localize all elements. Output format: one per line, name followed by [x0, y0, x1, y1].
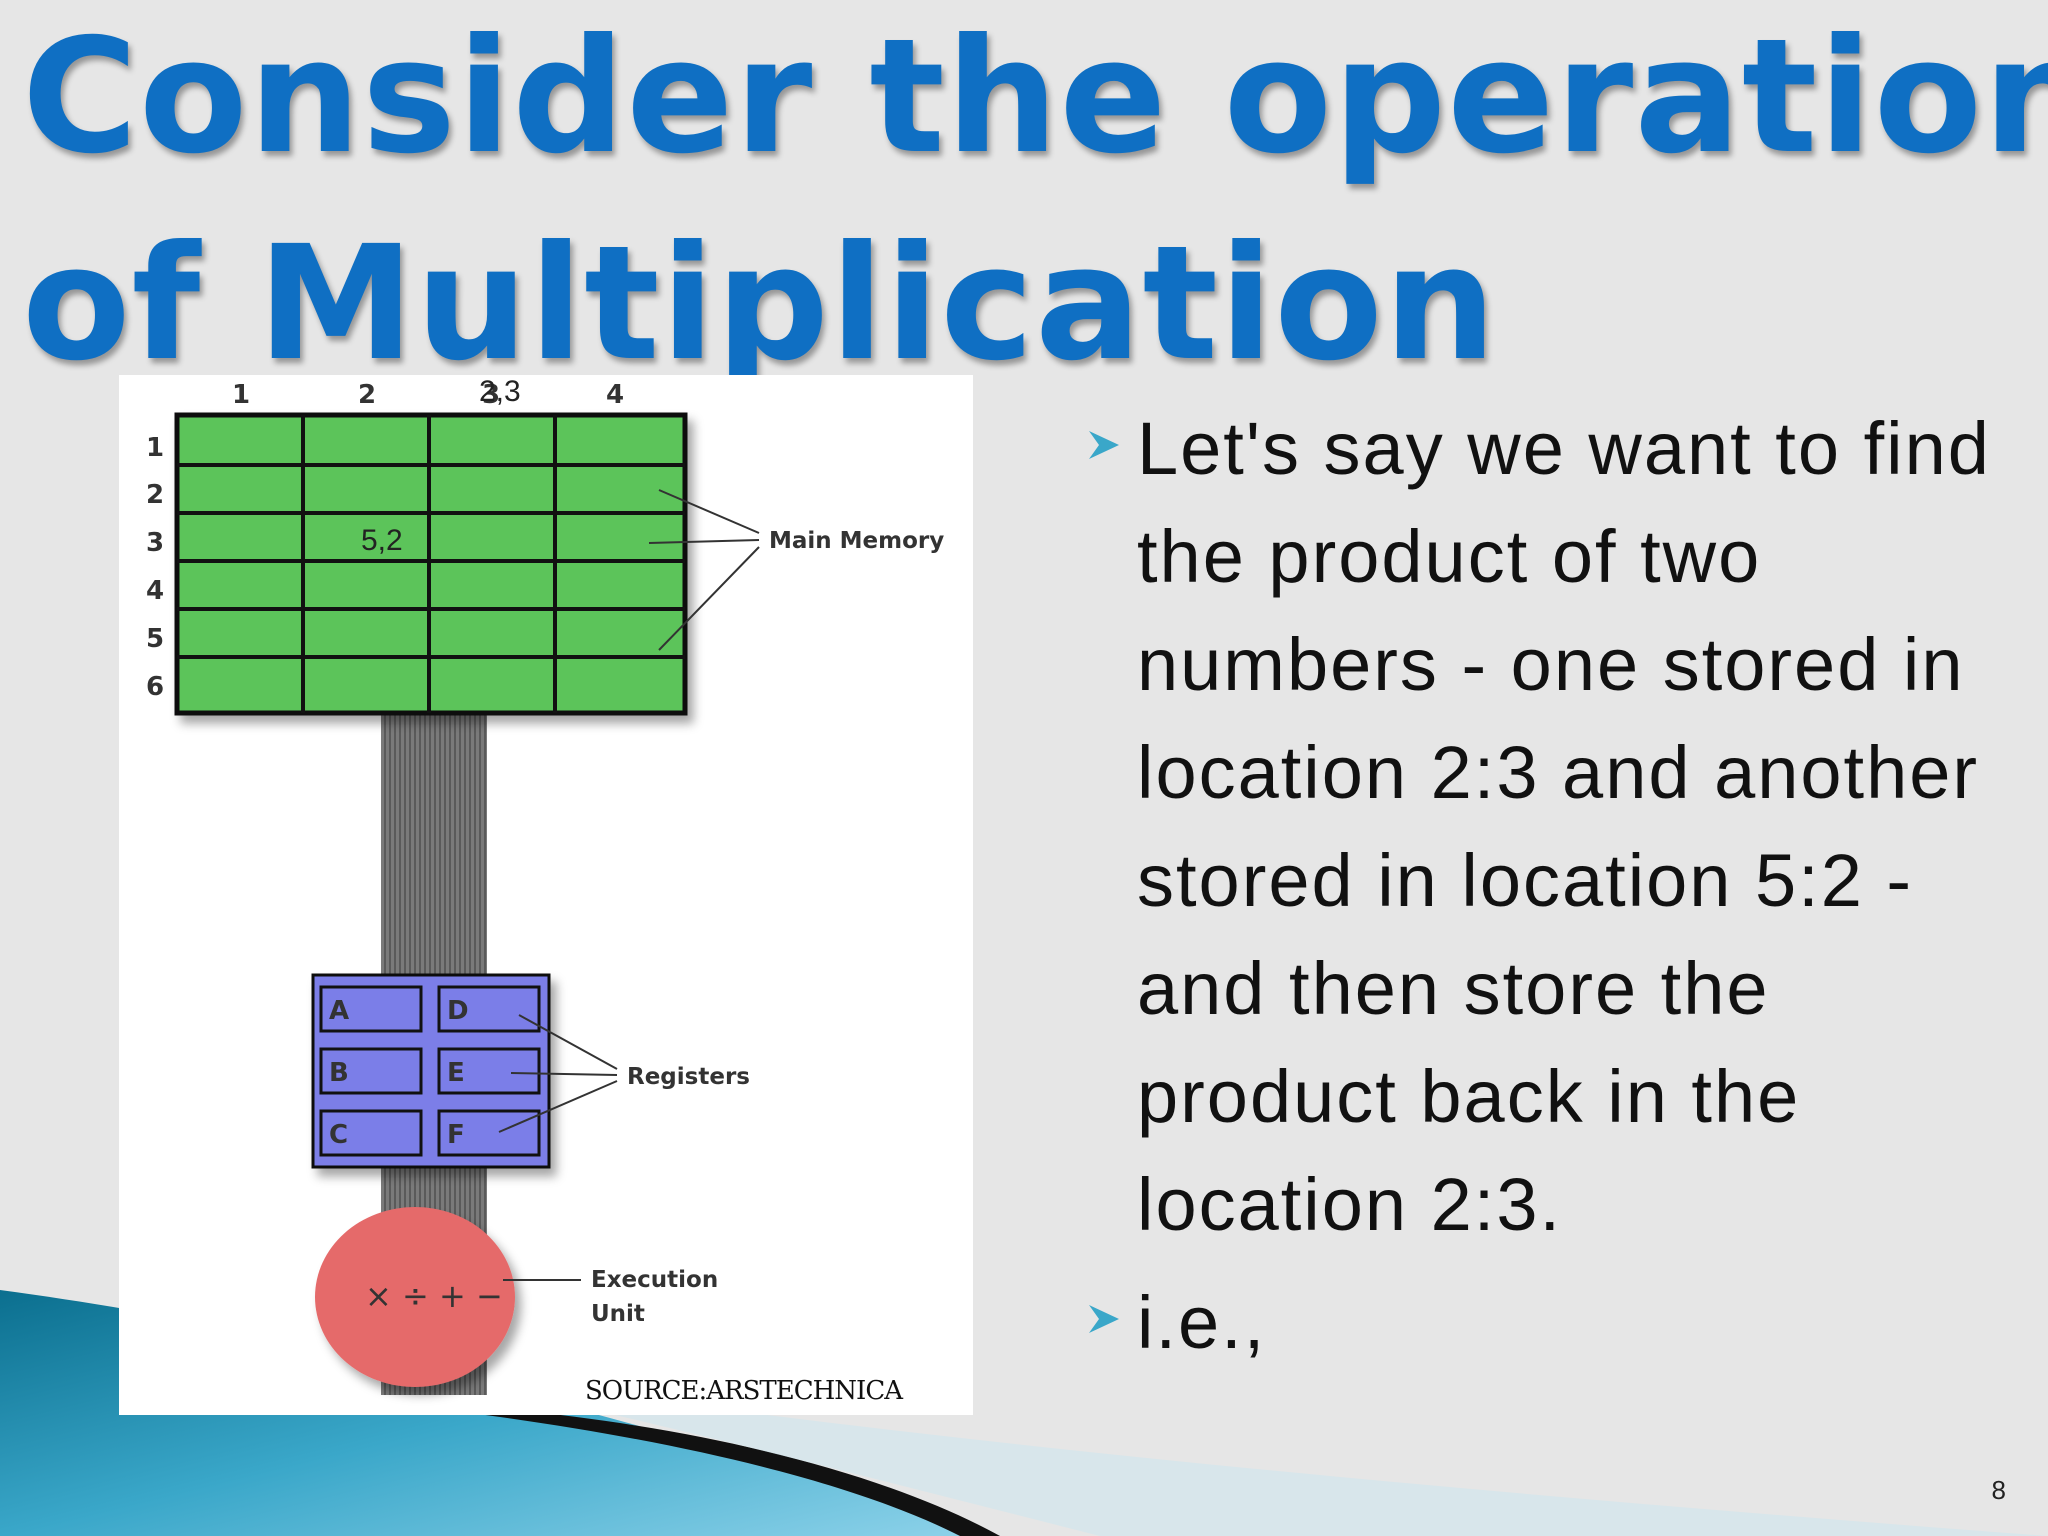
overlay-cell-label-2-3: 2,3	[479, 375, 521, 408]
row-number: 1	[146, 433, 164, 463]
row-number: 4	[146, 576, 164, 606]
register-e: E	[447, 1058, 465, 1088]
execution-unit-label-line-1: Execution	[591, 1267, 718, 1293]
row-number: 5	[146, 624, 164, 654]
computer-architecture-diagram: 1 2 3 4 1 2 3 4 5 6 Main Mem	[119, 375, 973, 1415]
execution-unit-label-line-2: Unit	[591, 1301, 645, 1327]
column-number: 2	[358, 380, 376, 410]
arrowhead-bullet-icon	[1089, 1305, 1119, 1333]
arrowhead-bullet-icon	[1089, 431, 1119, 459]
register-c: C	[329, 1120, 348, 1150]
execution-unit	[315, 1207, 515, 1387]
registers-pointer-lines	[498, 1014, 618, 1133]
register-b: B	[329, 1058, 349, 1088]
register-a: A	[329, 996, 349, 1026]
row-number: 3	[146, 528, 164, 558]
bullet-item: Let's say we want to find the product of…	[1085, 395, 2025, 1259]
operators-text: × ÷ + −	[365, 1277, 503, 1315]
column-number: 1	[232, 380, 250, 410]
page-number: 8	[1991, 1475, 2006, 1505]
memory-grid-lines	[177, 415, 685, 713]
figure-source: SOURCE:ARSTECHNICA	[585, 1376, 904, 1406]
register-f: F	[447, 1120, 465, 1150]
overlay-cell-label-5-2: 5,2	[361, 524, 403, 557]
bullet-text: Let's say we want to find the product of…	[1137, 407, 1991, 1246]
slide-title-line-2: of Multiplication	[22, 212, 1498, 396]
bullet-text: i.e.,	[1137, 1281, 1267, 1364]
register-boxes	[319, 985, 541, 1157]
bullet-list: Let's say we want to find the product of…	[1085, 395, 2025, 1377]
row-number: 6	[146, 672, 164, 702]
column-number: 4	[606, 380, 624, 410]
slide-title-line-1: Consider the operation	[22, 5, 2048, 189]
row-number: 2	[146, 480, 164, 510]
bullet-item: i.e.,	[1085, 1269, 2025, 1377]
column-number: 3	[482, 380, 500, 410]
main-memory-pointer-lines	[648, 489, 760, 651]
main-memory-label: Main Memory	[769, 528, 944, 554]
register-d: D	[447, 996, 469, 1026]
registers-label: Registers	[627, 1064, 750, 1090]
